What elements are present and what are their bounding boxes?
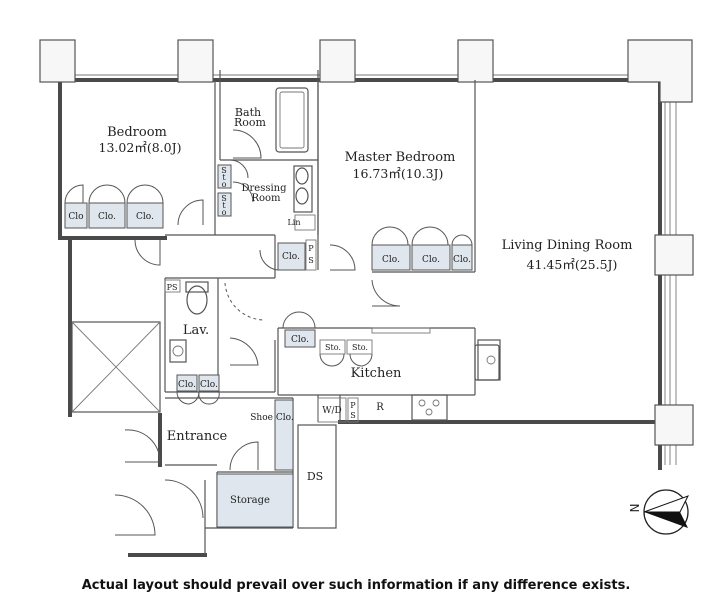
toilet bbox=[186, 285, 208, 315]
bath-label-2: Room bbox=[234, 116, 267, 129]
windows bbox=[60, 74, 677, 465]
room-labels: Bedroom 13.02㎡(8.0J) Master Bedroom 16.7… bbox=[99, 106, 633, 506]
sto-v2-t: t bbox=[222, 201, 226, 210]
dressing-label-1: Dressing bbox=[241, 183, 287, 194]
bedroom-area: 13.02㎡(8.0J) bbox=[99, 140, 182, 155]
ps-v2-s: S bbox=[350, 411, 355, 420]
dressing-sink-2 bbox=[295, 187, 309, 205]
interior-walls bbox=[71, 70, 476, 555]
lav-label: Lav. bbox=[183, 323, 209, 338]
kitchen-clo: Clo. bbox=[291, 335, 309, 345]
columns bbox=[39, 39, 694, 446]
ds-label: DS bbox=[307, 470, 323, 483]
bedroom-clo-1: Clo bbox=[68, 212, 83, 222]
lav-sink bbox=[169, 339, 187, 363]
master-clo-3: Clo. bbox=[453, 255, 471, 265]
sto-v1-o: o bbox=[222, 180, 227, 189]
dressing-sink-1 bbox=[295, 167, 309, 185]
storage-label: Storage bbox=[230, 495, 270, 506]
living-dining-area: 41.45㎡(25.5J) bbox=[527, 257, 618, 272]
fixtures bbox=[169, 87, 501, 421]
bath-label-1: Bath bbox=[235, 106, 261, 119]
counter bbox=[371, 327, 431, 334]
entry-clo-1: Clo. bbox=[178, 380, 196, 390]
kitchen-sink bbox=[474, 344, 500, 381]
sto-label-2: Sto. bbox=[352, 343, 368, 352]
sto-v2-o: o bbox=[222, 208, 227, 217]
lin-label: Lin bbox=[287, 218, 300, 227]
master-clo-1: Clo. bbox=[382, 255, 400, 265]
master-clo-2: Clo. bbox=[422, 255, 440, 265]
bedroom-clo-2: Clo. bbox=[98, 212, 116, 222]
sto-v1-s: S bbox=[221, 166, 226, 175]
bedroom-clo-3: Clo. bbox=[136, 212, 154, 222]
bathtub bbox=[275, 87, 309, 153]
dressing-label-2: Room bbox=[251, 193, 281, 204]
kitchen-label: Kitchen bbox=[351, 366, 402, 381]
ps-label: PS bbox=[167, 283, 178, 292]
entry-clo-2: Clo. bbox=[200, 380, 218, 390]
doors bbox=[64, 129, 473, 536]
ps-v1-p: P bbox=[308, 244, 314, 253]
wd-label: W/D bbox=[322, 406, 342, 416]
closet-labels: Clo Clo. Clo. Clo. Clo. Clo. Clo. Clo. C… bbox=[68, 212, 471, 423]
sto-v2-s: S bbox=[221, 194, 226, 203]
disclaimer-caption: Actual layout should prevail over such i… bbox=[81, 578, 631, 593]
compass: N bbox=[627, 489, 690, 535]
master-bedroom-area: 16.73㎡(10.3J) bbox=[353, 166, 444, 181]
living-dining-name: Living Dining Room bbox=[502, 238, 633, 253]
compass-north-label: N bbox=[627, 504, 641, 513]
bedroom-name: Bedroom bbox=[107, 125, 167, 140]
ps-v2-p: P bbox=[350, 401, 356, 410]
sto-v1-t: t bbox=[222, 173, 226, 182]
closet-blocks bbox=[64, 164, 473, 528]
ps-v1-s: S bbox=[308, 256, 313, 265]
shoe-clo: Shoe Clo. bbox=[250, 413, 294, 423]
entrance-label: Entrance bbox=[167, 429, 228, 444]
master-bedroom-name: Master Bedroom bbox=[345, 150, 456, 165]
cooktop bbox=[411, 394, 448, 421]
fridge-label: R bbox=[376, 402, 384, 413]
utility-labels: Sto. Sto. W/D PS P S P S R Lin S t o S t… bbox=[167, 166, 385, 420]
hall-clo: Clo. bbox=[282, 252, 300, 262]
sto-label-1: Sto. bbox=[325, 343, 341, 352]
